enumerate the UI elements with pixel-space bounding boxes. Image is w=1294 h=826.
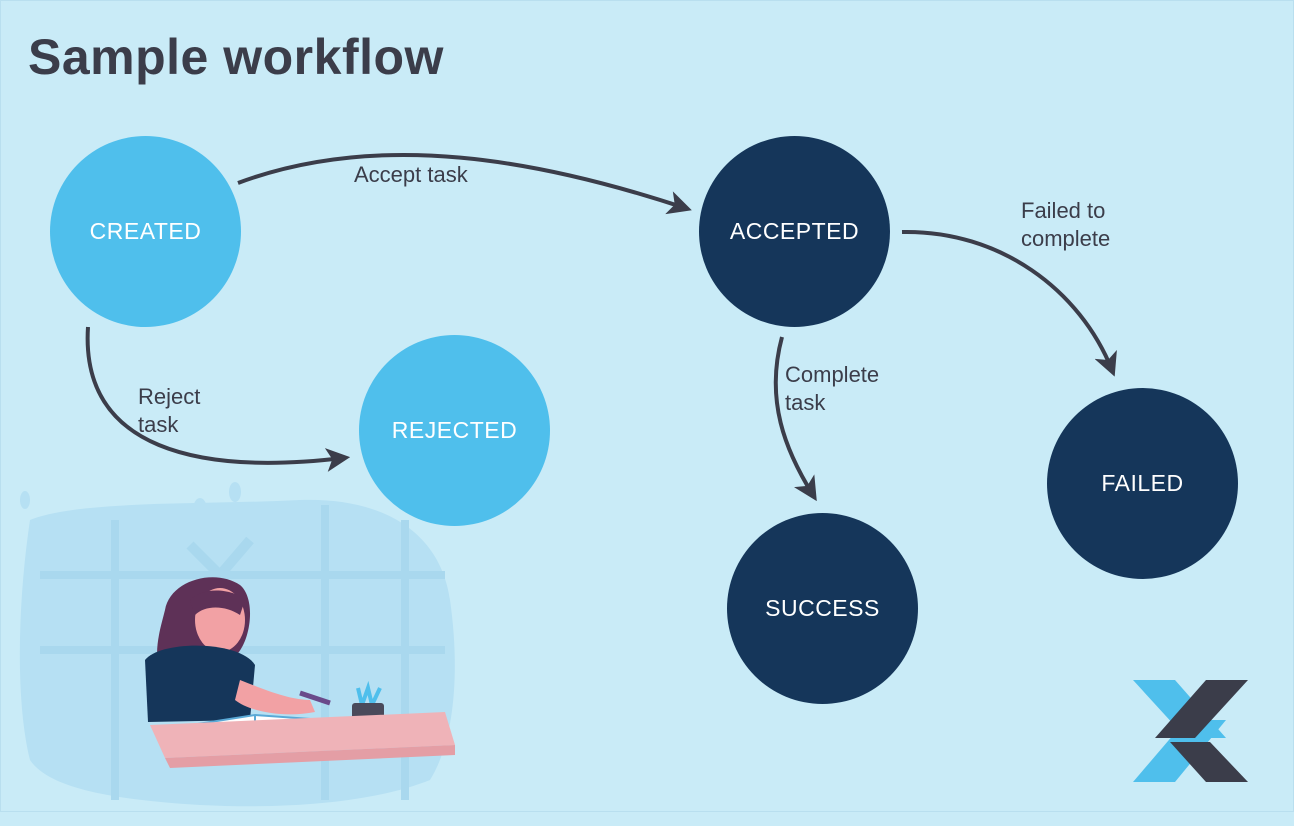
label-failed-to-complete: Failed to complete xyxy=(1021,198,1111,251)
label-reject-task: Reject task xyxy=(138,384,201,437)
label-complete-task: Complete task xyxy=(785,362,880,415)
arrow-fail xyxy=(901,229,1117,377)
state-accepted: ACCEPTED xyxy=(699,136,890,327)
arrow-accept xyxy=(237,152,692,215)
arrow-reject xyxy=(85,326,351,472)
page-title: Sample workflow xyxy=(28,29,444,85)
arrow-complete xyxy=(773,336,817,502)
state-rejected: REJECTED xyxy=(359,335,550,526)
state-success: SUCCESS xyxy=(727,513,918,704)
label-accept-task: Accept task xyxy=(354,162,468,187)
state-failed: FAILED xyxy=(1047,388,1238,579)
state-created: CREATED xyxy=(50,136,241,327)
